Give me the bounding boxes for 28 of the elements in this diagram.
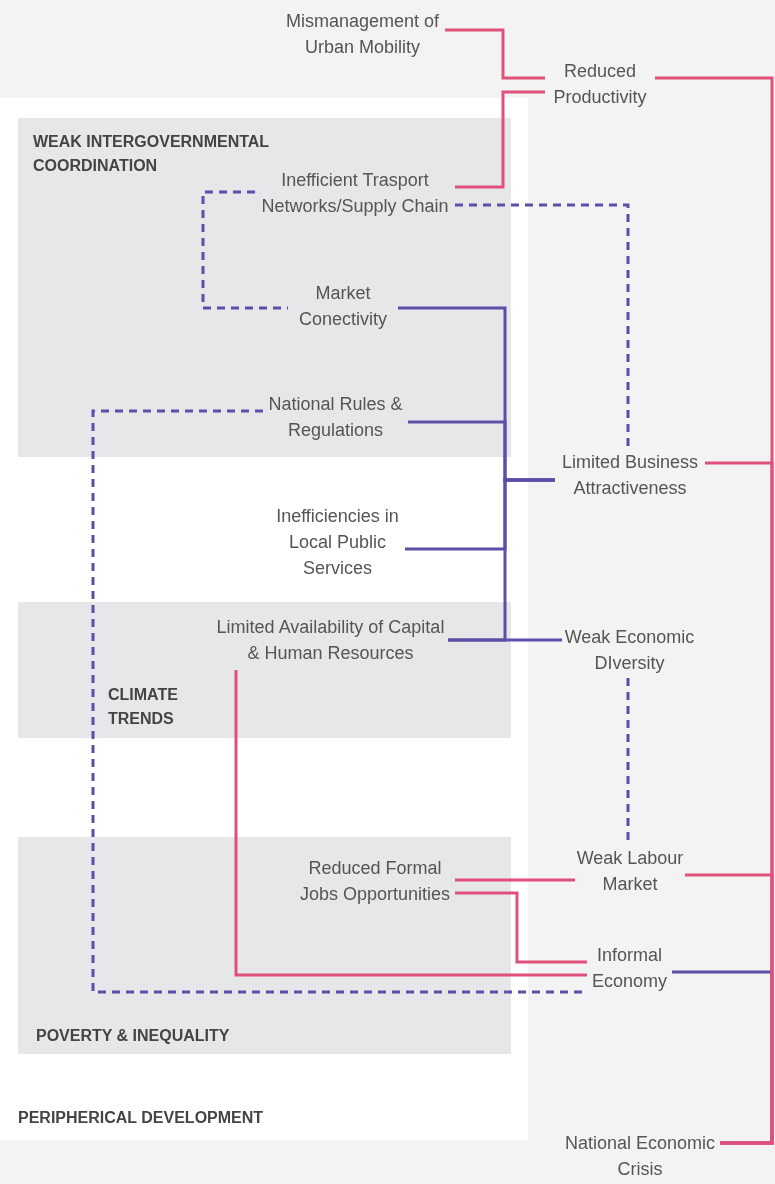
group-band xyxy=(18,837,511,1054)
connector-line xyxy=(455,203,630,449)
node-label: National Rules & Regulations xyxy=(267,393,404,442)
connector-line xyxy=(201,190,288,310)
connector-line xyxy=(448,638,562,642)
connector-line xyxy=(455,891,587,964)
node-label: Limited Business Attractiveness xyxy=(560,451,700,500)
node-label: Reduced Formal Jobs Opportunities xyxy=(298,857,452,906)
group-band xyxy=(18,118,511,457)
node-label: Mismanagement of Urban Mobility xyxy=(284,10,441,59)
connector-line xyxy=(455,878,575,882)
node-label: Informal Economy xyxy=(590,944,668,993)
node-label: Market Conectivity xyxy=(298,282,388,331)
group-band xyxy=(18,602,511,738)
group-heading: CLIMATE TRENDS xyxy=(108,685,179,729)
node-label: National Economic Crisis xyxy=(563,1132,717,1181)
node-label: Weak Economic DIversity xyxy=(563,626,696,675)
connector-line xyxy=(455,90,545,189)
group-panel xyxy=(0,98,528,1140)
connector-line xyxy=(685,873,774,1145)
node-label: Limited Availability of Capital & Human Resources xyxy=(215,616,446,665)
connector-line xyxy=(234,670,587,977)
connector-line xyxy=(445,28,545,80)
node-label: Weak Labour Market xyxy=(575,847,685,896)
node-label: Inefficiencies in Local Public Services xyxy=(275,505,400,580)
group-heading: PERIPHERICAL DEVELOPMENT xyxy=(18,1108,265,1128)
node-label: Reduced Productivity xyxy=(552,60,648,109)
group-heading: POVERTY & INEQUALITY xyxy=(36,1026,231,1046)
